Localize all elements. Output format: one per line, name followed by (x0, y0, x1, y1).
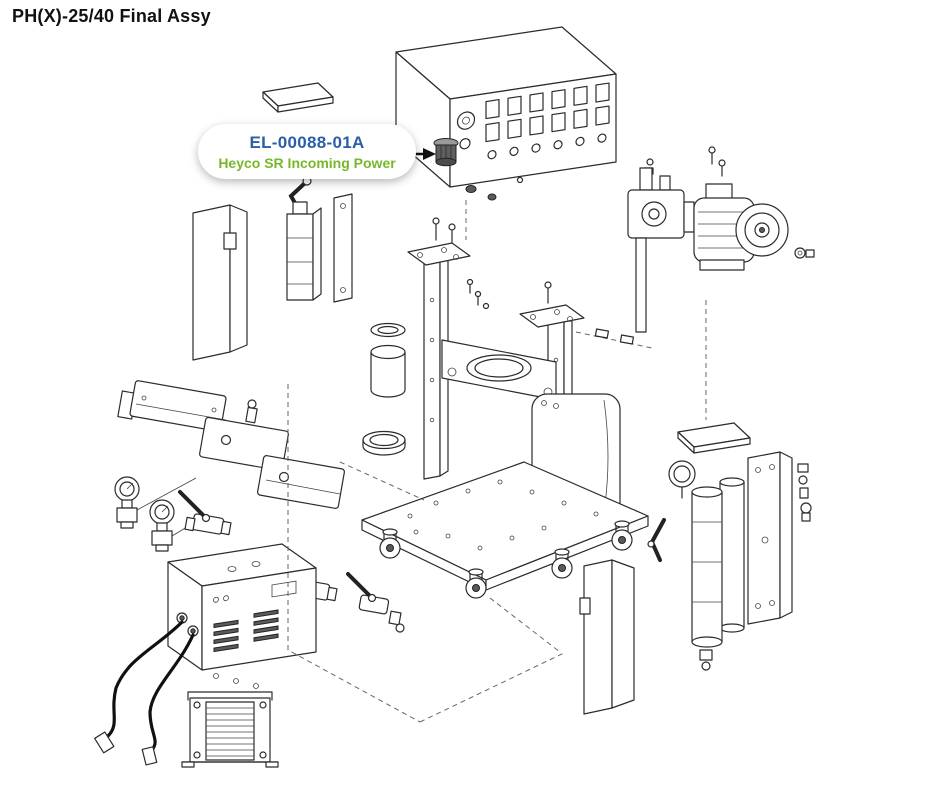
right-channel-bracket (579, 559, 635, 715)
electrical-enclosure (167, 543, 317, 689)
right-mounting-plate (747, 451, 812, 625)
explosion-leader-lines (287, 300, 707, 723)
manifold-valve-train (117, 380, 345, 573)
power-cables (94, 620, 195, 766)
left-channel-bracket (192, 204, 248, 361)
casters (379, 520, 633, 599)
small-grommet-parts (465, 176, 524, 240)
part-name: Heyco SR Incoming Power (218, 155, 396, 171)
part-number: EL-00088-01A (249, 133, 365, 152)
pressure-regulators (114, 476, 175, 552)
motor-pump-assembly (627, 167, 815, 333)
power-entry-grommet-part (433, 138, 459, 167)
frame-top-plates (407, 217, 585, 328)
control-panel-drawing (395, 26, 617, 188)
canister-parts (362, 322, 406, 456)
page-title: PH(X)-25/40 Final Assy (12, 6, 211, 26)
transformer (181, 691, 279, 768)
panel-lid-plate (262, 82, 334, 113)
motor-fasteners (643, 146, 726, 177)
tank-cross-plate (441, 339, 557, 401)
left-filter-column (286, 176, 353, 303)
right-filter-assembly (647, 422, 751, 671)
part-callout: EL-00088-01A Heyco SR Incoming Power (198, 124, 416, 179)
